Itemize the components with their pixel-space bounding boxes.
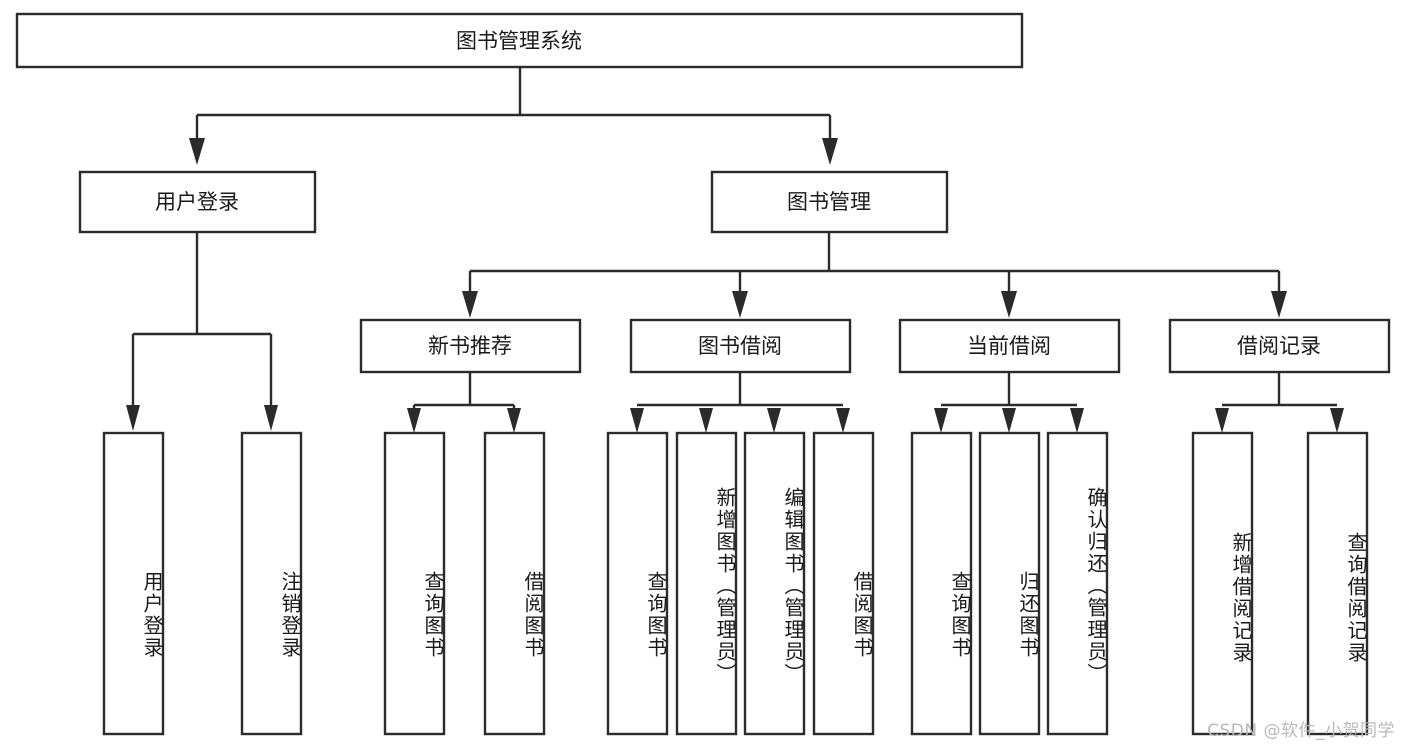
leaf-box-user-login-0[interactable] [102,431,165,736]
current-borrow-label: 当前借阅 [967,334,1051,358]
arrow-head-icon-root-2 [822,138,838,165]
current-borrow-box[interactable] [898,318,1121,374]
leaf-box-bb-2[interactable] [743,431,806,736]
node-book-management[interactable]: 图书管理 [710,170,949,234]
book-management-box[interactable] [710,170,949,234]
leaf-box-bb-1[interactable] [675,431,738,736]
arrow-head-icon-bm-4 [1271,291,1287,318]
leaf-box-cb-1[interactable] [978,431,1041,736]
new-book-recommend-box[interactable] [359,318,582,374]
node-user-login[interactable]: 用户登录 [78,170,317,234]
book-borrow-box[interactable] [629,318,852,374]
node-new-book-recommend[interactable]: 新书推荐 [359,318,582,374]
arrow-head-icon-br-1 [1215,408,1229,433]
arrow-head-icon-cb-1 [934,408,948,433]
leaf-box-user-login-1[interactable] [240,431,303,736]
book-borrow-label: 图书借阅 [698,334,782,358]
leaf-box-bb-0[interactable] [606,431,669,736]
borrow-record-box[interactable] [1168,318,1391,374]
arrow-head-icon-bb-2 [699,408,713,433]
arrow-head-icon-bb-3 [767,408,781,433]
new-book-recommend-label: 新书推荐 [428,334,512,358]
arrow-head-icon-bb-4 [836,408,850,433]
user-login-label: 用户登录 [155,190,239,214]
node-root[interactable]: 图书管理系统 [15,12,1024,69]
book-management-label: 图书管理 [787,190,871,214]
leaf-box-br-1[interactable] [1306,431,1369,736]
arrow-head-icon-ul-2 [264,405,278,431]
arrow-head-icon-root-1 [189,138,205,165]
arrow-head-icon-bm-2 [732,291,748,318]
arrow-head-icon-br-2 [1330,408,1344,433]
leaf-box-nbr-0[interactable] [383,431,446,736]
leaf-box-bb-3[interactable] [812,431,875,736]
arrow-head-icon-cb-3 [1070,408,1084,433]
arrow-head-icon-cb-2 [1002,408,1016,433]
arrow-head-icon-bm-1 [462,291,478,318]
borrow-record-label: 借阅记录 [1237,334,1321,358]
node-borrow-record[interactable]: 借阅记录 [1168,318,1391,374]
arrow-head-icon-ul-1 [126,405,140,431]
arrow-head-icon-nbr-2 [507,408,521,433]
leaf-box-nbr-1[interactable] [483,431,546,736]
leaf-box-cb-0[interactable] [910,431,973,736]
node-book-borrow[interactable]: 图书借阅 [629,318,852,374]
node-current-borrow[interactable]: 当前借阅 [898,318,1121,374]
leaf-box-cb-2[interactable] [1046,431,1109,736]
leaf-box-br-0[interactable] [1191,431,1254,736]
arrow-head-icon-nbr-1 [407,408,421,433]
arrow-head-icon-bm-3 [1001,291,1017,318]
arrow-head-icon-bb-1 [630,408,644,433]
watermark-text: CSDN @软件_小贺同学 [1207,721,1395,741]
root-box[interactable] [15,12,1024,69]
root-label: 图书管理系统 [456,29,582,53]
